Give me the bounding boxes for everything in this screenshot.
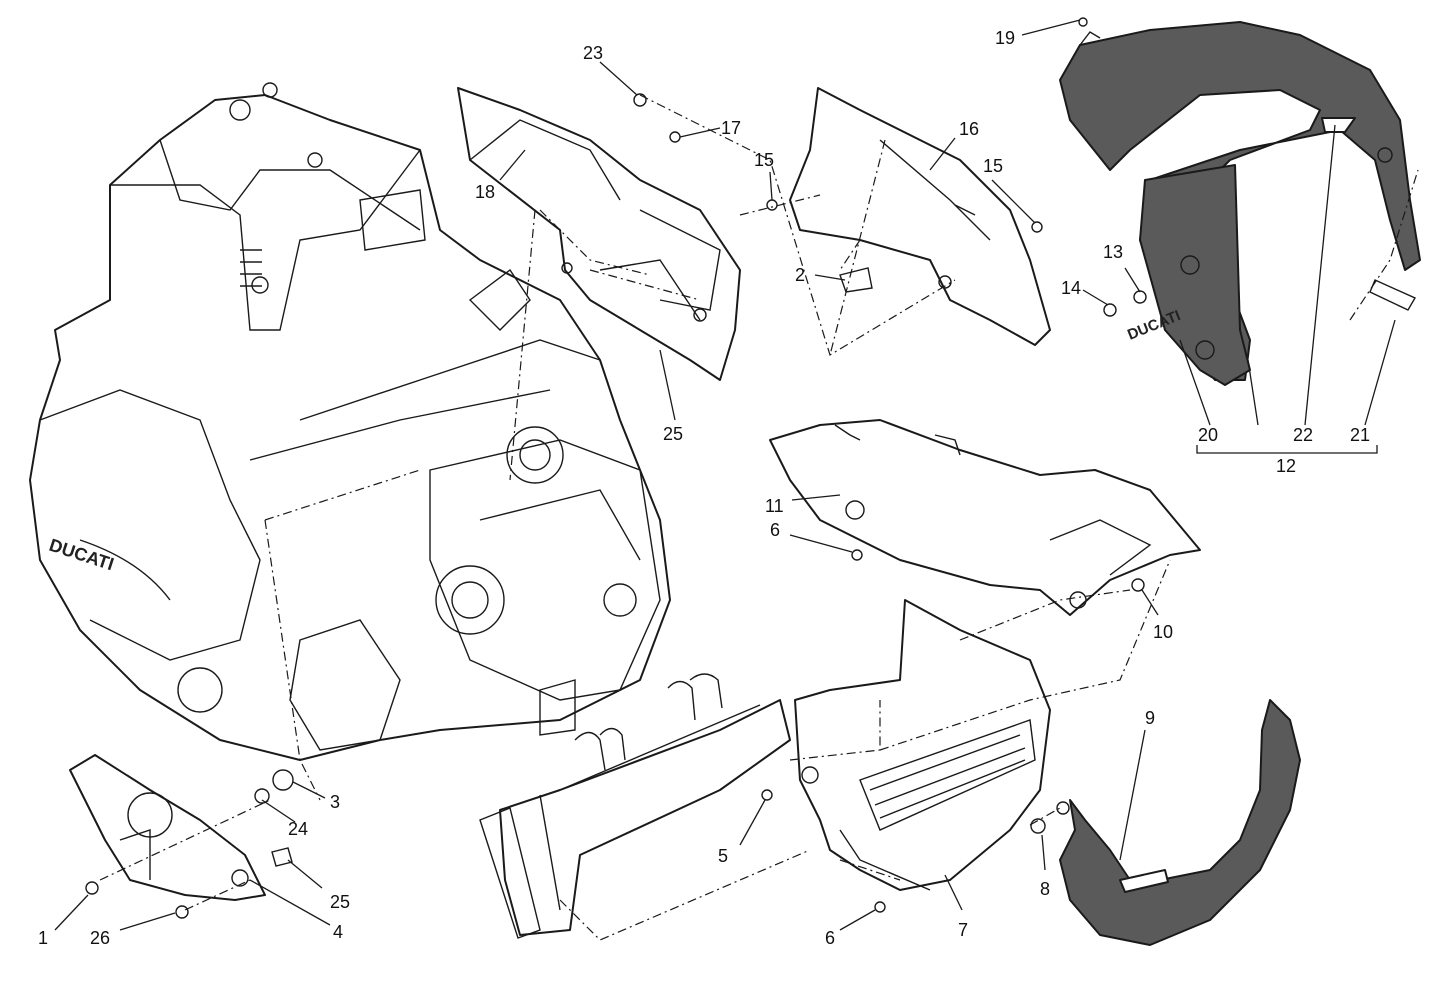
nose-fairing (1056, 699, 1301, 946)
sprocket-cover (69, 754, 294, 919)
callout-3: 3 (330, 792, 340, 812)
callout-17: 17 (721, 118, 741, 138)
upper-fairing: DUCATI (1059, 21, 1421, 386)
callout-22: 22 (1293, 425, 1313, 445)
callout-7: 7 (958, 920, 968, 940)
side-cover-right (457, 87, 741, 381)
callout-15b: 15 (983, 156, 1003, 176)
callout-1: 1 (38, 928, 48, 948)
belly-pan-upper (769, 419, 1201, 616)
callout-14: 14 (1061, 278, 1081, 298)
callout-20: 20 (1198, 425, 1218, 445)
lower-fairing (794, 599, 1051, 891)
radiator (479, 673, 791, 939)
callout-23: 23 (583, 43, 603, 63)
callout-25b: 25 (330, 892, 350, 912)
callout-5: 5 (718, 846, 728, 866)
engine-assembly: DUCATI (29, 82, 671, 761)
callout-11: 11 (765, 496, 784, 516)
callout-10: 10 (1153, 622, 1173, 642)
callout-25a: 25 (663, 424, 683, 444)
callout-labels: 1 2 3 4 5 6 6 7 8 9 10 11 12 13 14 15 15… (38, 28, 1370, 948)
callout-18: 18 (475, 182, 495, 202)
leader-lines (54, 19, 1396, 931)
assembly-lines (99, 94, 1171, 941)
callout-2: 2 (795, 265, 805, 285)
hardware (561, 17, 1147, 913)
callout-6a: 6 (770, 520, 780, 540)
callout-26: 26 (90, 928, 110, 948)
callout-19: 19 (995, 28, 1015, 48)
callout-12: 12 (1276, 456, 1296, 476)
callout-9: 9 (1145, 708, 1155, 728)
callout-6b: 6 (825, 928, 835, 948)
callout-15a: 15 (754, 150, 774, 170)
callout-24: 24 (288, 819, 308, 839)
callout-21: 21 (1350, 425, 1370, 445)
callout-13: 13 (1103, 242, 1123, 262)
callout-4: 4 (333, 922, 343, 942)
callout-16: 16 (959, 119, 979, 139)
callout-8: 8 (1040, 879, 1050, 899)
inner-panel (789, 87, 1051, 346)
